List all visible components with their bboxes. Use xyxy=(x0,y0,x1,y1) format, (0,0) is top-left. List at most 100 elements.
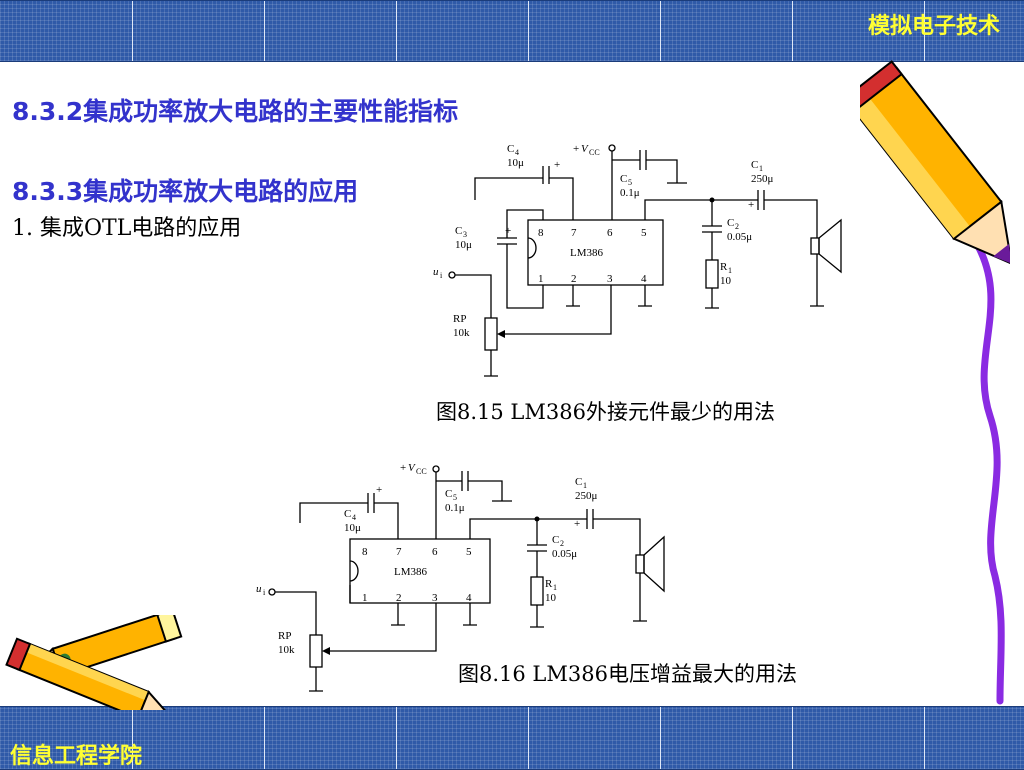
c2-name: C xyxy=(552,534,559,546)
c1-sub: 1 xyxy=(583,481,587,490)
input-sub: i xyxy=(440,271,443,280)
r1-sub: 1 xyxy=(728,266,732,275)
c1-name: C xyxy=(575,476,582,488)
pencil-icon xyxy=(860,60,1010,705)
plus-sign: + xyxy=(574,518,580,530)
band-divider xyxy=(792,707,793,769)
vcc-plus: + xyxy=(400,462,406,474)
band-divider xyxy=(924,1,925,61)
section-heading-8-3-2: 8.3.2集成功率放大电路的主要性能指标 xyxy=(12,97,459,126)
c1-value: 250μ xyxy=(575,490,598,502)
c1-value: 250μ xyxy=(751,173,774,185)
pin-label: 5 xyxy=(466,546,472,558)
c3-value: 10μ xyxy=(455,239,472,251)
pin-label: 4 xyxy=(466,592,472,604)
c1-name: C xyxy=(751,159,758,171)
plus-sign: + xyxy=(554,159,560,171)
r1-value: 10 xyxy=(720,275,732,287)
pin-label: 7 xyxy=(571,227,577,239)
plus-sign: + xyxy=(505,225,511,237)
pin-label: 6 xyxy=(432,546,438,558)
pin-label: 7 xyxy=(396,546,402,558)
r1-name: R xyxy=(545,578,553,590)
c4-value: 10μ xyxy=(507,157,524,169)
c4-sub: 4 xyxy=(352,513,356,522)
band-divider xyxy=(132,707,133,769)
rp-name: RP xyxy=(453,313,466,325)
band-divider xyxy=(396,707,397,769)
c2-value: 0.05μ xyxy=(727,231,752,243)
figure-caption-8-16: 图8.16 LM386电压增益最大的用法 xyxy=(458,662,797,686)
c5-sub: 5 xyxy=(453,493,457,502)
figure-caption-8-15: 图8.15 LM386外接元件最少的用法 xyxy=(436,400,775,424)
c5-value: 0.1μ xyxy=(445,502,465,514)
input-sub: i xyxy=(263,588,266,597)
school-name: 信息工程学院 xyxy=(10,744,143,769)
r1-value: 10 xyxy=(545,592,557,604)
vcc-sub: CC xyxy=(416,467,427,476)
c5-name: C xyxy=(620,173,627,185)
pin-label: 2 xyxy=(396,592,402,604)
course-title: 模拟电子技术 xyxy=(867,14,1000,39)
r1-name: R xyxy=(720,261,728,273)
band-divider xyxy=(264,1,265,61)
band-divider xyxy=(528,707,529,769)
pin-label: 8 xyxy=(538,227,544,239)
pin-label: 2 xyxy=(571,273,577,285)
pin-label: 3 xyxy=(607,273,613,285)
pin-label: 1 xyxy=(538,273,544,285)
ic-lm386 xyxy=(527,219,664,286)
ic-label: LM386 xyxy=(394,566,428,578)
pin-label: 4 xyxy=(641,273,647,285)
footer-band xyxy=(0,706,1024,770)
header-band xyxy=(0,0,1024,62)
c1-sub: 1 xyxy=(759,164,763,173)
c2-sub: 2 xyxy=(735,222,739,231)
band-divider xyxy=(396,1,397,61)
circuit-diagram-fig-8-16: LM386 8 7 6 5 1 2 3 4 C 4 10μ + + V CC C… xyxy=(256,462,665,692)
c2-value: 0.05μ xyxy=(552,548,577,560)
rp-value: 10k xyxy=(453,327,470,339)
plus-sign: + xyxy=(748,199,754,211)
vcc-sub: CC xyxy=(589,148,600,157)
ic-label: LM386 xyxy=(570,247,604,259)
rp-value: 10k xyxy=(278,644,295,656)
vcc-v: V xyxy=(408,462,416,474)
c5-name: C xyxy=(445,488,452,500)
c4-value: 10μ xyxy=(344,522,361,534)
pencils-icon xyxy=(5,615,183,710)
pin-label: 5 xyxy=(641,227,647,239)
band-divider xyxy=(660,1,661,61)
band-divider xyxy=(132,1,133,61)
ic-lm386 xyxy=(349,538,491,604)
c4-name: C xyxy=(344,508,351,520)
section-heading-8-3-3: 8.3.3集成功率放大电路的应用 xyxy=(12,177,359,206)
pin-label: 8 xyxy=(362,546,368,558)
vcc-v: V xyxy=(581,143,589,155)
r1-sub: 1 xyxy=(553,583,557,592)
pin-label: 1 xyxy=(362,592,368,604)
plus-sign: + xyxy=(376,484,382,496)
c4-sub: 4 xyxy=(515,148,519,157)
c3-name: C xyxy=(455,225,462,237)
rp-name: RP xyxy=(278,630,291,642)
band-divider xyxy=(660,707,661,769)
c5-value: 0.1μ xyxy=(620,187,640,199)
input-u: u xyxy=(433,266,439,278)
band-divider xyxy=(264,707,265,769)
vcc-plus: + xyxy=(573,143,579,155)
c2-name: C xyxy=(727,217,734,229)
band-divider xyxy=(528,1,529,61)
speaker-icon xyxy=(635,554,645,574)
input-u: u xyxy=(256,583,262,595)
c3-sub: 3 xyxy=(463,230,467,239)
pin-label: 6 xyxy=(607,227,613,239)
c5-sub: 5 xyxy=(628,178,632,187)
speaker-icon xyxy=(810,237,820,255)
band-divider xyxy=(924,707,925,769)
pin-label: 3 xyxy=(432,592,438,604)
c4-name: C xyxy=(507,143,514,155)
circuit-diagram-fig-8-15: LM386 8 7 6 5 1 2 3 4 C 4 10μ + C 3 10μ … xyxy=(433,143,842,377)
band-divider xyxy=(792,1,793,61)
c2-sub: 2 xyxy=(560,539,564,548)
